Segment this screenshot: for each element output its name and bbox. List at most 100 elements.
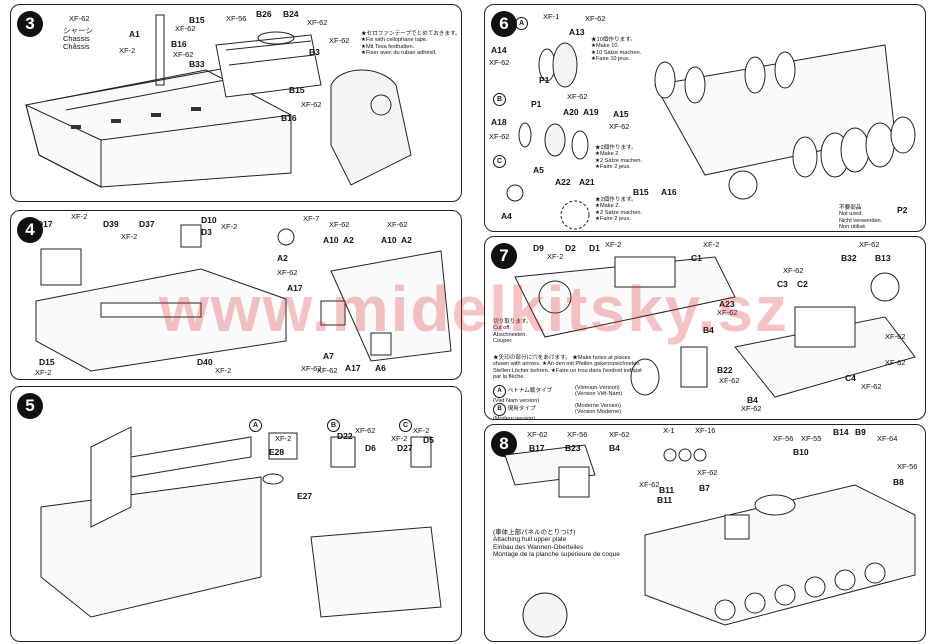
marker-a: A xyxy=(515,17,528,30)
step-7-panel: 7 D9 XF-2 D2 D1 XF-2 XF-2 C1 XF-62 B32 B… xyxy=(484,236,926,420)
part-label: A13 xyxy=(569,27,585,37)
chassis-illustration xyxy=(25,14,412,188)
version-b-translations: (Moderne Version) (Version Moderne) xyxy=(575,403,622,416)
part-label: B15 xyxy=(289,85,305,95)
part-label: B4 xyxy=(609,443,620,453)
paint-code: XF-62 xyxy=(783,266,804,275)
part-label: D6 xyxy=(365,443,376,453)
paint-code: XF-62 xyxy=(173,50,194,59)
make-2-note: ★2個作ります。 ★Make 2. ★2 Sätze machen. ★Fair… xyxy=(595,145,642,171)
part-label: A16 xyxy=(661,187,677,197)
part-label: A21 xyxy=(579,177,595,187)
part-label: D5 xyxy=(423,435,434,445)
paint-code: XF-2 xyxy=(275,434,292,443)
marker-c: C xyxy=(493,155,506,168)
part-label: B3 xyxy=(309,47,320,57)
paint-code: XF-62 xyxy=(609,122,630,131)
part-label: A6 xyxy=(375,363,386,373)
part-label: B17 xyxy=(529,443,545,453)
step-number: 3 xyxy=(17,11,43,37)
paint-code: XF-2 xyxy=(121,232,138,241)
paint-code: XF-62 xyxy=(719,376,740,385)
paint-code: XF-62 xyxy=(277,268,298,277)
part-label: B32 xyxy=(841,253,857,263)
step-number: 5 xyxy=(17,393,43,419)
paint-code: XF-16 xyxy=(695,426,716,435)
paint-code: XF-62 xyxy=(697,468,718,477)
part-label: A2 xyxy=(343,235,354,245)
part-label: C4 xyxy=(845,373,856,383)
paint-code: XF-62 xyxy=(489,132,510,141)
part-label: B9 xyxy=(855,427,866,437)
cut-off-note: 切り取ります。 Cut off. Abschneiden. Couper. xyxy=(493,319,532,345)
paint-code: XF-62 xyxy=(69,14,90,23)
paint-code: XF-62 xyxy=(307,18,328,27)
part-label: D9 xyxy=(533,243,544,253)
paint-code: XF-62 xyxy=(717,308,738,317)
paint-code: XF-62 xyxy=(317,366,338,375)
part-label: A14 xyxy=(491,45,507,55)
paint-code: XF-2 xyxy=(221,222,238,231)
hull-upper-plate-illustration xyxy=(504,444,916,638)
part-label: A7 xyxy=(323,351,334,361)
part-label: A22 xyxy=(555,177,571,187)
chassis-label: シャーシ Chassis Châssis xyxy=(63,26,93,51)
paint-code: XF-62 xyxy=(329,220,350,229)
part-label: B16 xyxy=(281,113,297,123)
paint-code: XF-62 xyxy=(567,92,588,101)
upper-plate-illustration xyxy=(514,256,916,398)
hull-interior-step5-illustration xyxy=(40,426,442,618)
paint-code: XF-62 xyxy=(489,58,510,67)
part-label: A10 xyxy=(381,235,397,245)
paint-code: XF-62 xyxy=(329,36,350,45)
paint-code: XF-62 xyxy=(885,332,906,341)
paint-code: XF-62 xyxy=(301,364,322,373)
paint-code: XF-2 xyxy=(391,434,408,443)
part-label: B16 xyxy=(171,39,187,49)
paint-code: XF-64 xyxy=(877,434,898,443)
paint-code: XF-62 xyxy=(175,24,196,33)
paint-code: XF-55 xyxy=(801,434,822,443)
part-label: A18 xyxy=(491,117,507,127)
paint-code: XF-62 xyxy=(609,430,630,439)
part-label: P1 xyxy=(539,75,550,85)
part-label: D39 xyxy=(103,219,119,229)
step-6-panel: 6 A B C XF-1 X xyxy=(484,4,926,232)
part-label: A1 xyxy=(129,29,140,39)
part-label: P2 xyxy=(897,205,908,215)
part-label: A2 xyxy=(401,235,412,245)
step-number: 8 xyxy=(491,431,517,457)
part-label: D3 xyxy=(201,227,212,237)
make-2-note-c: ★2個作ります。 ★Make 2. ★2 Sätze machen. ★Fair… xyxy=(595,197,642,223)
part-label: D22 xyxy=(337,431,353,441)
part-label: D2 xyxy=(565,243,576,253)
paint-code: XF-62 xyxy=(859,240,880,249)
step-5-panel: 5 A B C XF-2 E28 E27 XF-62 D22 D6 XF-2 D… xyxy=(10,386,462,642)
part-label: D1 xyxy=(589,243,600,253)
paint-code: XF-62 xyxy=(885,358,906,367)
part-label: A15 xyxy=(613,109,629,119)
paint-code: XF-62 xyxy=(301,100,322,109)
part-label: D10 xyxy=(201,215,217,225)
paint-code: XF-56 xyxy=(897,462,918,471)
part-label: C1 xyxy=(691,253,702,263)
part-label: C2 xyxy=(797,279,808,289)
marker-c: C xyxy=(399,419,412,432)
part-label: A5 xyxy=(533,165,544,175)
version-a: A ベトナム戦タイプ (Viet Nam version) xyxy=(493,385,552,404)
version-b: B 現用タイプ (Modern version) xyxy=(493,403,536,419)
step-number: 7 xyxy=(491,243,517,269)
part-label: D40 xyxy=(197,357,213,367)
not-used-note: 不要部品 Not used. Nicht verwenden. Non util… xyxy=(839,205,883,231)
marker-a: A xyxy=(249,419,262,432)
paint-code: XF-56 xyxy=(773,434,794,443)
paint-code: XF-56 xyxy=(226,14,247,23)
paint-code: XF-56 xyxy=(567,430,588,439)
part-label: D17 xyxy=(37,219,53,229)
part-label: B7 xyxy=(699,483,710,493)
part-label: B11 xyxy=(657,495,673,505)
part-label: A17 xyxy=(287,283,303,293)
part-label: E27 xyxy=(297,491,313,501)
part-label: B8 xyxy=(893,477,904,487)
paint-code: XF-62 xyxy=(387,220,408,229)
